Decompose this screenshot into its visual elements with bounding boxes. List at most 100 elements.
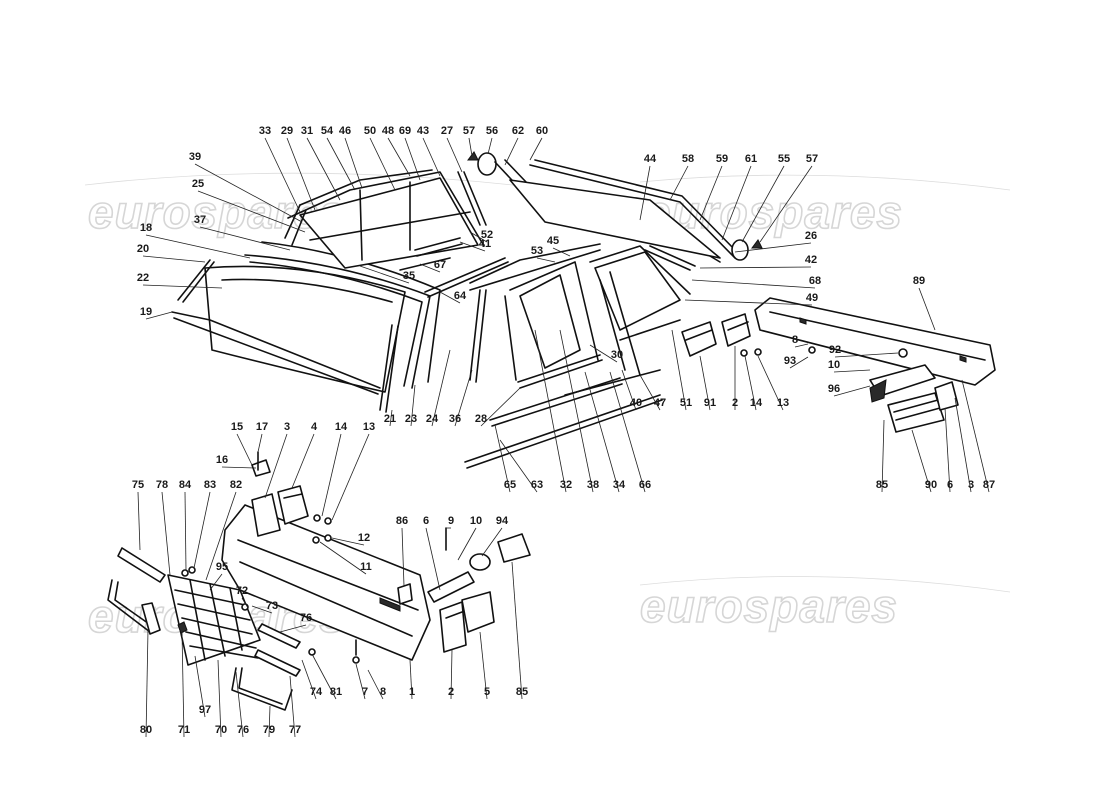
rear-quarter-glass <box>509 179 721 259</box>
callout-leader-20 <box>142 255 206 263</box>
callout-label-20: 20 <box>137 243 149 255</box>
callout-label-67: 67 <box>434 259 446 271</box>
callout-leader-81 <box>311 653 337 700</box>
callout-label-47: 47 <box>654 397 666 409</box>
callout-label-48: 48 <box>382 125 394 137</box>
callout-leader-43 <box>422 137 441 177</box>
callout-label-1: 1 <box>409 686 415 698</box>
callout-leader-82 <box>205 491 237 581</box>
bracket-79 <box>231 667 293 711</box>
callout-leader-24 <box>431 349 451 427</box>
callout-leader-2b <box>450 649 453 700</box>
callout-leader-3a <box>954 397 972 493</box>
callout-leader-76b <box>235 671 244 738</box>
callout-leader-89 <box>918 287 936 331</box>
callout-leader-63 <box>499 439 538 493</box>
callout-leader-79 <box>268 705 271 738</box>
callout-label-29: 29 <box>281 125 293 137</box>
callout-leader-52 <box>469 231 488 243</box>
callout-leader-22 <box>142 284 223 289</box>
callout-leader-39 <box>194 163 303 223</box>
spacer-86 <box>397 583 413 605</box>
callout-label-94: 94 <box>496 515 509 527</box>
callout-label-63: 63 <box>531 479 543 491</box>
callout-label-89: 89 <box>913 275 925 287</box>
callout-label-11: 11 <box>360 561 372 573</box>
callout-leader-45 <box>552 247 571 257</box>
callout-label-9: 9 <box>448 515 454 527</box>
callout-leader-15 <box>236 433 253 466</box>
callout-leader-94 <box>481 527 503 557</box>
callout-label-26: 26 <box>805 230 817 242</box>
callout-label-83: 83 <box>204 479 216 491</box>
callout-label-8b: 8 <box>380 686 386 698</box>
callout-leader-91 <box>699 355 711 411</box>
callout-leader-33 <box>264 137 301 213</box>
callout-label-97: 97 <box>199 704 211 716</box>
callout-leader-76a <box>279 624 307 633</box>
cap-55 <box>731 239 749 261</box>
callout-leader-56 <box>487 137 493 155</box>
callout-leader-30 <box>589 344 618 363</box>
callout-leader-25 <box>197 190 306 233</box>
callout-label-59: 59 <box>716 153 728 165</box>
callout-leader-97 <box>194 655 206 718</box>
trim-63 <box>464 394 663 469</box>
callout-leader-60 <box>529 137 543 161</box>
callout-leader-29 <box>286 137 316 211</box>
callout-leader-48 <box>387 137 411 177</box>
rear-bumper <box>754 297 996 386</box>
callout-label-46: 46 <box>339 125 351 137</box>
door-glass-assembly <box>464 159 763 469</box>
callout-label-56: 56 <box>486 125 498 137</box>
callout-leader-5 <box>479 631 488 700</box>
callout-leader-54 <box>326 137 356 191</box>
callout-leader-92 <box>834 352 899 358</box>
callout-label-14b: 14 <box>335 421 348 433</box>
callout-leader-86 <box>401 527 405 587</box>
callout-leader-77 <box>289 675 296 738</box>
callout-label-6b: 6 <box>423 515 429 527</box>
callout-leader-8b <box>367 669 384 700</box>
callout-label-51: 51 <box>680 397 692 409</box>
trim-28 <box>517 354 603 389</box>
callout-leader-42 <box>699 266 812 269</box>
callout-label-58: 58 <box>682 153 694 165</box>
callout-leader-85b <box>511 561 523 700</box>
callout-leader-13b <box>331 433 370 521</box>
callout-leader-73 <box>251 605 273 614</box>
callout-label-86: 86 <box>396 515 408 527</box>
callout-label-7: 7 <box>362 686 368 698</box>
callout-leader-28 <box>480 387 521 427</box>
strip-75 <box>117 547 166 583</box>
callout-label-21: 21 <box>384 413 396 425</box>
callout-label-77: 77 <box>289 724 301 736</box>
callout-label-54: 54 <box>321 125 334 137</box>
callout-label-10b: 10 <box>470 515 482 527</box>
callout-leader-61 <box>721 165 752 241</box>
callout-label-24: 24 <box>426 413 439 425</box>
callout-leader-59 <box>699 165 723 221</box>
bar-67 <box>399 257 451 271</box>
callout-leader-47 <box>639 374 661 411</box>
callout-label-70: 70 <box>215 724 227 736</box>
callout-leader-11 <box>319 541 367 575</box>
watermark-top-right: eurospares <box>645 186 903 238</box>
callout-label-27: 27 <box>441 125 453 137</box>
callout-leader-64 <box>439 291 461 304</box>
clip-57 <box>467 151 479 161</box>
rear-bumper-assembly <box>681 297 996 433</box>
callout-label-65: 65 <box>504 479 516 491</box>
callout-leader-7 <box>355 663 366 700</box>
callout-label-90: 90 <box>925 479 937 491</box>
callout-leader-78 <box>161 491 171 576</box>
callout-leader-21 <box>389 409 393 427</box>
callout-label-42: 42 <box>805 254 817 266</box>
callout-label-5: 5 <box>484 686 490 698</box>
callout-label-4: 4 <box>311 421 318 433</box>
callout-label-6a: 6 <box>947 479 953 491</box>
bracket-3 <box>251 493 281 537</box>
bar-41 <box>414 237 463 257</box>
front-bumper-assembly <box>107 451 531 711</box>
lamp-6 <box>934 381 959 411</box>
